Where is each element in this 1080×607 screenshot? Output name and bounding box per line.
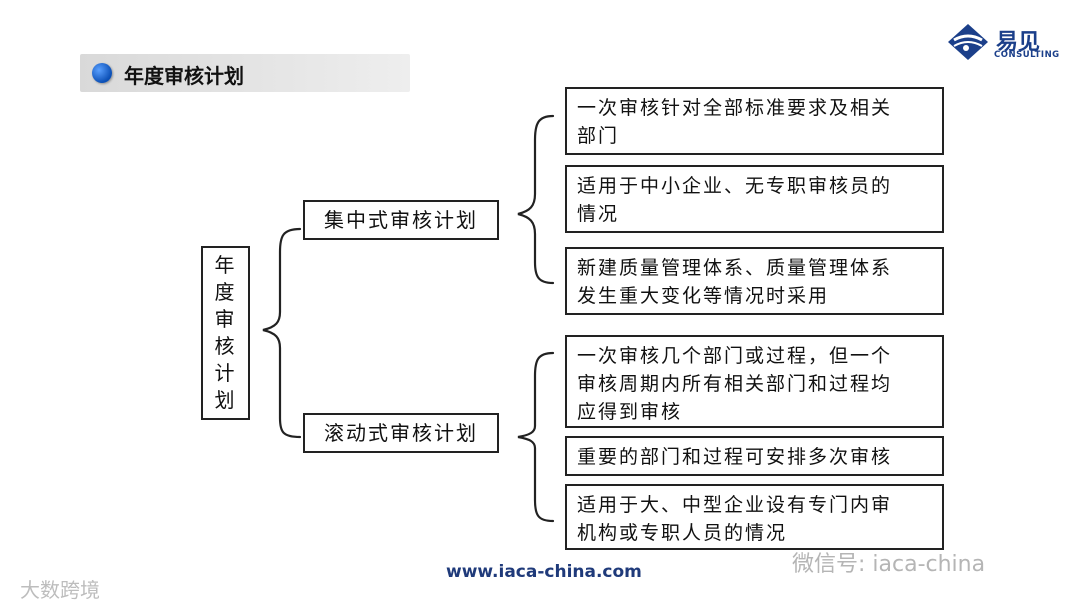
leaf-line: 发生重大变化等情况时采用 bbox=[577, 285, 830, 307]
root-char: 审 bbox=[214, 307, 237, 331]
branch-rolling: 滚动式审核计划 bbox=[303, 413, 499, 453]
branch-label: 集中式审核计划 bbox=[324, 208, 478, 232]
watermark-wechat: 微信号: iaca-china bbox=[792, 552, 986, 577]
root-char: 年 bbox=[214, 253, 237, 277]
root-brace bbox=[262, 227, 302, 439]
leaf-line: 应得到审核 bbox=[577, 401, 683, 423]
leaf-line: 部门 bbox=[577, 125, 620, 147]
leaf-line: 适用于大、中型企业设有专门内审 bbox=[577, 494, 893, 516]
root-node: 年 度 审 核 计 划 bbox=[201, 246, 250, 420]
logo-subtitle: CONSULTING bbox=[994, 50, 1060, 60]
leaf-node: 新建质量管理体系、质量管理体系 发生重大变化等情况时采用 bbox=[565, 247, 944, 315]
root-char: 核 bbox=[214, 334, 237, 358]
leaf-line: 审核周期内所有相关部门和过程均 bbox=[577, 373, 893, 395]
leaf-node: 一次审核几个部门或过程，但一个 审核周期内所有相关部门和过程均 应得到审核 bbox=[565, 335, 944, 428]
root-char: 度 bbox=[214, 280, 237, 304]
leaf-line: 一次审核几个部门或过程，但一个 bbox=[577, 345, 893, 367]
page-title: 年度审核计划 bbox=[124, 64, 244, 88]
leaf-line: 适用于中小企业、无专职审核员的 bbox=[577, 175, 893, 197]
root-char: 划 bbox=[214, 388, 237, 412]
watermark-brand: 大数跨境 bbox=[20, 578, 100, 602]
logo-name: 易见 bbox=[996, 30, 1041, 55]
leaf-line: 机构或专职人员的情况 bbox=[577, 522, 788, 544]
leaf-line: 重要的部门和过程可安排多次审核 bbox=[577, 446, 893, 468]
root-char: 计 bbox=[214, 361, 237, 385]
leaf-line: 新建质量管理体系、质量管理体系 bbox=[577, 257, 893, 279]
footer-url: www.iaca-china.com bbox=[446, 562, 642, 582]
branch1-brace bbox=[517, 114, 555, 285]
branch-centralized: 集中式审核计划 bbox=[303, 200, 499, 240]
logo-icon bbox=[948, 24, 988, 60]
branch-label: 滚动式审核计划 bbox=[324, 421, 478, 445]
leaf-node: 适用于大、中型企业设有专门内审 机构或专职人员的情况 bbox=[565, 484, 944, 550]
leaf-line: 一次审核针对全部标准要求及相关 bbox=[577, 97, 893, 119]
title-bar: 年度审核计划 bbox=[80, 54, 410, 92]
leaf-node: 适用于中小企业、无专职审核员的 情况 bbox=[565, 165, 944, 233]
branch2-brace bbox=[517, 351, 555, 523]
leaf-node: 重要的部门和过程可安排多次审核 bbox=[565, 436, 944, 476]
leaf-line: 情况 bbox=[577, 203, 620, 225]
bullet-icon bbox=[92, 63, 112, 83]
leaf-node: 一次审核针对全部标准要求及相关 部门 bbox=[565, 87, 944, 155]
